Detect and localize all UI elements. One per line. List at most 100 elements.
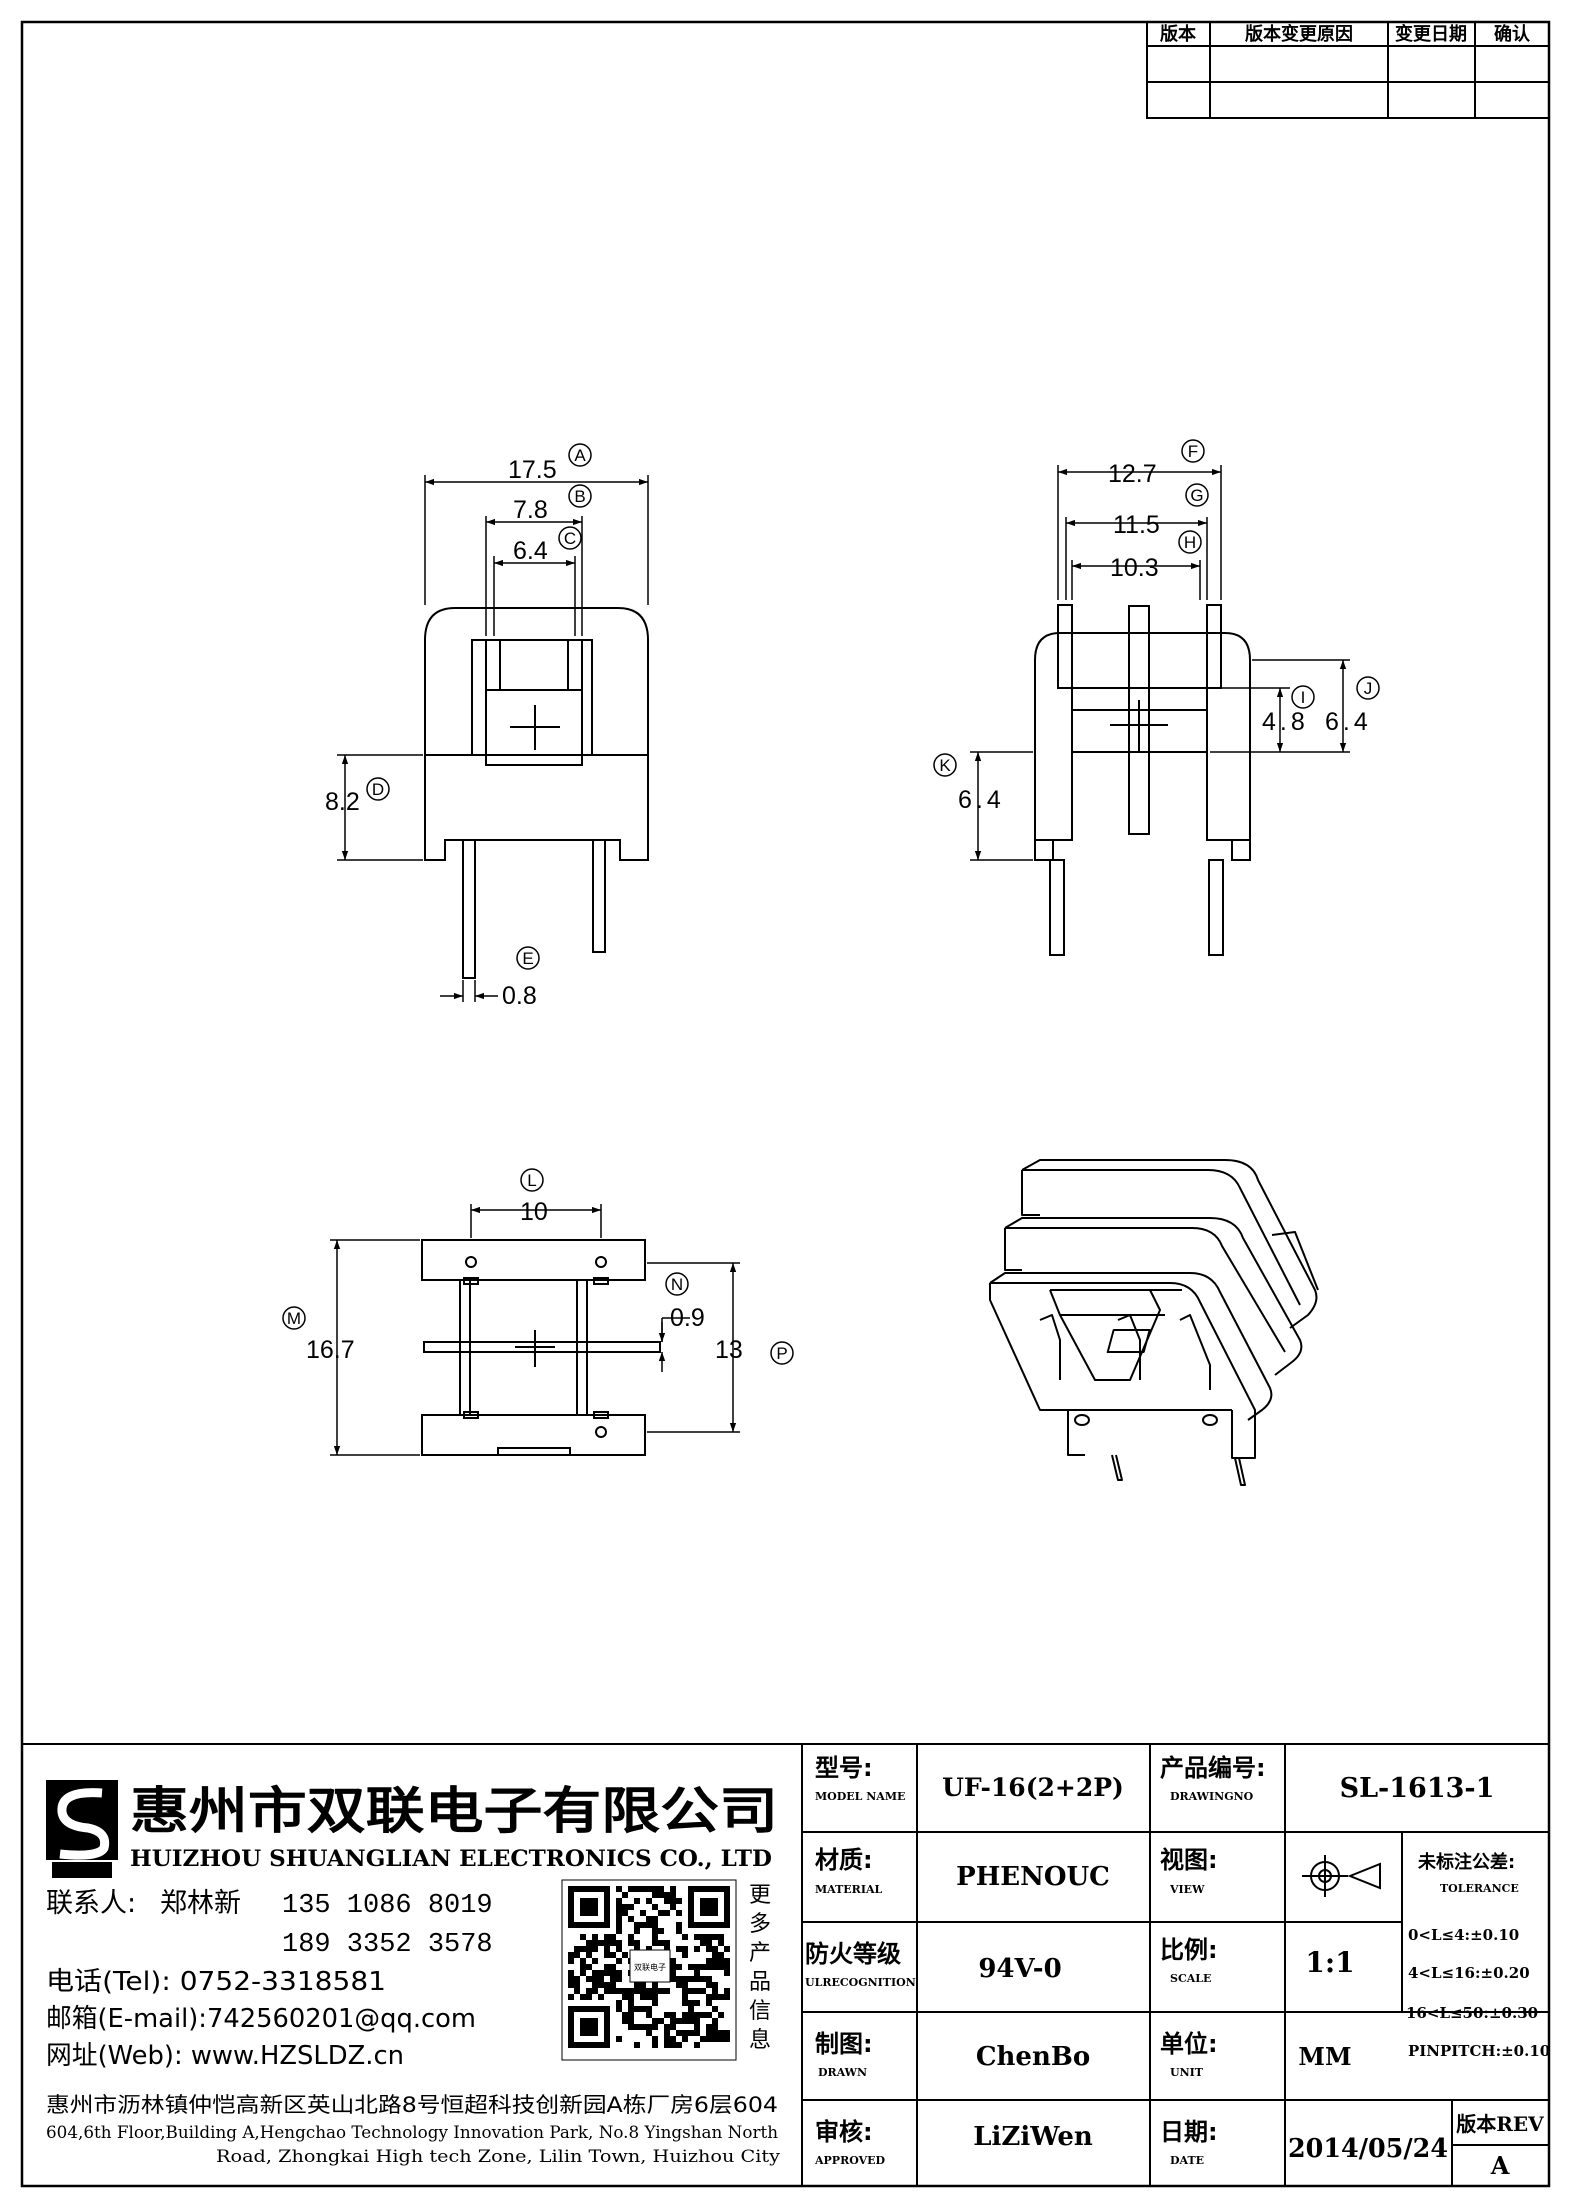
model-label: 型号: bbox=[815, 1754, 873, 1782]
front-view-bubbles bbox=[366, 443, 592, 970]
drawn-label: 制图: bbox=[815, 2030, 873, 2058]
tolerance-label-en: TOLERANCE bbox=[1440, 1882, 1519, 1895]
side-view bbox=[1034, 604, 1251, 956]
contact-label: 联系人: bbox=[46, 1888, 136, 1919]
tolerance-row-4: PINPITCH:±0.10 bbox=[1408, 2042, 1550, 2060]
svg-text:I: I bbox=[1301, 688, 1306, 707]
sheet-border bbox=[20, 20, 1551, 2188]
scale-label-en: SCALE bbox=[1170, 1972, 1211, 1985]
material-value: PHENOUC bbox=[956, 1862, 1110, 1892]
tolerance-row-3: 16<L≤50:±0.30 bbox=[1406, 2004, 1538, 2022]
svg-text:J: J bbox=[1364, 679, 1373, 698]
dim-i-value: 4.8 bbox=[1262, 708, 1309, 736]
front-view-dims bbox=[337, 475, 649, 1002]
dim-k-value: 6.4 bbox=[958, 786, 1005, 814]
svg-text:C: C bbox=[564, 529, 576, 548]
unit-value: MM bbox=[1298, 2042, 1351, 2071]
qr-logo-text: 双联电子 bbox=[634, 1962, 666, 1972]
tolerance-row-2: 4<L≤16:±0.20 bbox=[1408, 1964, 1530, 1982]
address-en-line2: Road, Zhongkai High tech Zone, Lilin Tow… bbox=[216, 2147, 780, 2167]
isometric-view bbox=[989, 1159, 1319, 1486]
qr-caption-2: 多 bbox=[749, 1912, 771, 1937]
qr-caption-5: 信 bbox=[749, 1999, 771, 2024]
svg-text:B: B bbox=[574, 487, 585, 506]
contact-name: 郑林新 bbox=[160, 1888, 241, 1919]
dim-p-value: 13 bbox=[715, 1336, 743, 1364]
svg-text:F: F bbox=[1188, 442, 1198, 461]
dim-g-value: 11.5 bbox=[1113, 511, 1160, 539]
bottom-view-dims bbox=[330, 1204, 740, 1456]
bottom-view-bubbles bbox=[282, 1168, 794, 1365]
rev-label: 版本REV bbox=[1456, 2112, 1544, 2136]
svg-text:P: P bbox=[776, 1344, 787, 1363]
material-label-en: MATERIAL bbox=[815, 1883, 883, 1896]
unit-label: 单位: bbox=[1160, 2030, 1218, 2058]
contact-email: 邮箱(E-mail):742560201@qq.com bbox=[46, 2004, 476, 2034]
material-label: 材质: bbox=[815, 1846, 873, 1874]
revision-table bbox=[1146, 21, 1550, 119]
approved-label-en: APPROVED bbox=[814, 2154, 886, 2167]
title-block-grid bbox=[22, 1743, 1549, 2186]
drawing-label-en: DRAWINGNO bbox=[1170, 1790, 1254, 1803]
approved-value: LiZiWen bbox=[973, 2122, 1093, 2152]
dim-f-value: 12.7 bbox=[1108, 460, 1157, 488]
dim-c-value: 6.4 bbox=[513, 537, 548, 565]
approved-label: 审核: bbox=[815, 2118, 873, 2146]
view-label: 视图: bbox=[1160, 1846, 1218, 1874]
drawing-label: 产品编号: bbox=[1160, 1754, 1266, 1782]
rev-value: A bbox=[1490, 2151, 1510, 2180]
company-name-en: HUIZHOU SHUANGLIAN ELECTRONICS CO., LTD bbox=[130, 1846, 772, 1872]
dim-j-value: 6.4 bbox=[1325, 708, 1372, 736]
fire-value: 94V-0 bbox=[978, 1954, 1061, 1984]
dim-n-value: 0.9 bbox=[670, 1304, 705, 1332]
qr-caption-6: 息 bbox=[749, 2028, 771, 2053]
projection-symbol-icon bbox=[1302, 1855, 1381, 1897]
rev-header-date: 变更日期 bbox=[1395, 23, 1467, 45]
svg-text:H: H bbox=[1184, 533, 1196, 552]
company-logo bbox=[46, 1780, 118, 1878]
qr-caption-4: 品 bbox=[749, 1970, 771, 1995]
svg-text:A: A bbox=[574, 446, 586, 465]
dim-d-value: 8.2 bbox=[325, 788, 360, 816]
side-view-bubbles bbox=[933, 439, 1380, 777]
dim-m-value: 16.7 bbox=[306, 1336, 355, 1364]
svg-text:G: G bbox=[1190, 486, 1203, 505]
contact-phone-1: 135 1086 8019 bbox=[282, 1891, 493, 1921]
contact-phone-2: 189 3352 3578 bbox=[282, 1930, 493, 1960]
drawn-label-en: DRAWN bbox=[818, 2066, 867, 2079]
model-label-en: MODEL NAME bbox=[815, 1790, 905, 1803]
qr-caption-1: 更 bbox=[749, 1883, 771, 1908]
qr-caption-3: 产 bbox=[749, 1941, 771, 1966]
svg-text:E: E bbox=[522, 949, 533, 968]
date-label: 日期: bbox=[1160, 2118, 1218, 2146]
svg-text:N: N bbox=[671, 1275, 683, 1294]
dim-h-value: 10.3 bbox=[1110, 554, 1159, 582]
date-label-en: DATE bbox=[1170, 2154, 1204, 2167]
rev-header-confirm: 确认 bbox=[1494, 23, 1531, 45]
dim-b-value: 7.8 bbox=[513, 496, 548, 524]
svg-text:L: L bbox=[527, 1171, 536, 1190]
fire-label: 防火等级 bbox=[805, 1940, 901, 1968]
contact-web: 网址(Web): www.HZSLDZ.cn bbox=[46, 2041, 404, 2071]
drawn-value: ChenBo bbox=[976, 2042, 1090, 2072]
qr-code bbox=[561, 1879, 737, 2061]
date-value: 2014/05/24 bbox=[1288, 2134, 1448, 2164]
scale-label: 比例: bbox=[1160, 1936, 1218, 1964]
svg-text:D: D bbox=[372, 780, 384, 799]
fire-label-en: ULRECOGNITION bbox=[805, 1976, 916, 1989]
rev-header-reason: 版本变更原因 bbox=[1245, 23, 1353, 45]
scale-value: 1:1 bbox=[1305, 1946, 1354, 1979]
dim-a-value: 17.5 bbox=[508, 456, 557, 484]
unit-label-en: UNIT bbox=[1170, 2066, 1204, 2079]
company-name-cn: 惠州市双联电子有限公司 bbox=[130, 1782, 778, 1840]
model-value: UF-16(2+2P) bbox=[942, 1773, 1124, 1802]
view-label-en: VIEW bbox=[1169, 1883, 1205, 1896]
svg-text:K: K bbox=[939, 756, 951, 775]
bottom-view bbox=[421, 1239, 661, 1456]
dim-l-value: 10 bbox=[520, 1198, 548, 1226]
rev-header-version: 版本 bbox=[1160, 23, 1196, 45]
dim-e-value: 0.8 bbox=[502, 982, 537, 1010]
address-cn: 惠州市沥林镇仲恺高新区英山北路8号恒超科技创新园A栋厂房6层604 bbox=[46, 2093, 778, 2117]
address-en-line1: 604,6th Floor,Building A,Hengchao Techno… bbox=[46, 2123, 778, 2143]
